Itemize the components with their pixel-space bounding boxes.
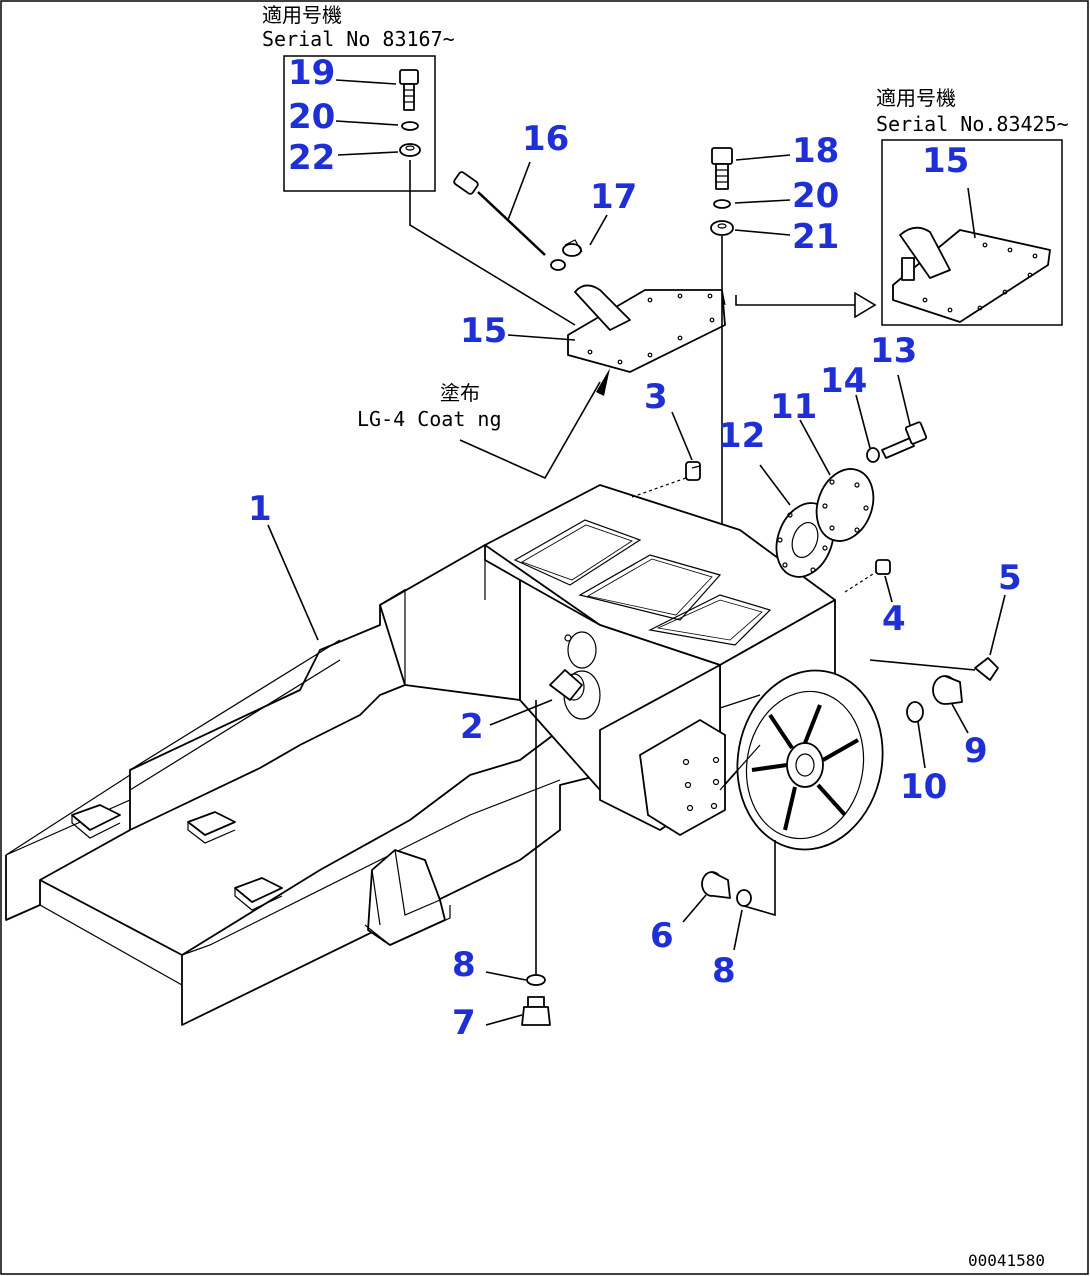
leader-12 (759, 464, 791, 506)
callout-17: 17 (590, 177, 637, 217)
leader-8-bottom (485, 971, 527, 981)
leader-9 (951, 703, 969, 734)
coating-leader (459, 381, 601, 480)
right-inset-box (881, 139, 1063, 326)
left-box-serial: Serial No 83167~ (262, 27, 455, 51)
callout-11: 11 (770, 387, 817, 427)
callout-14: 14 (820, 361, 867, 401)
leader-16 (507, 161, 531, 221)
drain-plug-7 (521, 996, 551, 1026)
leader-14 (855, 394, 871, 449)
adapter-9 (932, 675, 963, 705)
left-inset-box (283, 55, 436, 192)
washer-20-right (713, 199, 731, 209)
callout-9: 9 (964, 731, 988, 771)
leader-7 (485, 1014, 523, 1026)
main-frame-1 (5, 544, 601, 1026)
callout-7: 7 (452, 1003, 476, 1043)
callout-19: 19 (288, 53, 335, 93)
left-box-title: 適用号機 (262, 3, 342, 27)
leader-13 (897, 374, 911, 426)
washer-21 (710, 220, 734, 236)
cover-plate-15-variant (892, 226, 1051, 323)
callout-10: 10 (900, 767, 947, 807)
o-ring-8-bottom (526, 974, 546, 986)
leader-17 (589, 214, 608, 246)
callout-21: 21 (792, 217, 839, 257)
coating-en: LG-4 Coat ng (357, 407, 502, 431)
axis-4 (844, 571, 877, 593)
o-ring-17 (550, 239, 583, 271)
callout-12: 12 (718, 416, 765, 456)
right-box-title: 適用号機 (876, 86, 956, 110)
plug-4 (875, 559, 891, 575)
washer-20-left (401, 121, 419, 131)
axis-8-right (743, 840, 776, 917)
leader-10 (917, 721, 926, 769)
cover-11 (815, 468, 875, 542)
leader-15 (507, 334, 576, 341)
leader-5 (989, 594, 1006, 656)
fitting-5 (974, 657, 999, 681)
arrow-to-right-box (735, 295, 855, 306)
callout-16: 16 (522, 119, 569, 159)
callout-8-bottom: 8 (452, 945, 476, 985)
right-box-serial: Serial No.83425~ (876, 112, 1069, 136)
callout-15-right: 15 (922, 141, 969, 181)
leader-8-right (733, 909, 743, 951)
axis-5 (869, 659, 976, 671)
leader-2 (489, 699, 553, 726)
leader-3 (671, 411, 693, 461)
callout-3: 3 (644, 377, 668, 417)
plug-6 (701, 871, 731, 899)
washer-14 (866, 447, 880, 463)
callout-1: 1 (248, 489, 272, 529)
callout-20-left: 20 (288, 97, 335, 137)
drawing-number: 00041580 (968, 1251, 1045, 1270)
bolt-18 (711, 147, 733, 190)
bolt-19 (399, 69, 419, 111)
o-ring-10 (906, 701, 924, 723)
breather-3 (685, 461, 701, 481)
coating-jp: 塗布 (440, 381, 480, 405)
leader-1 (267, 524, 319, 641)
washer-22 (399, 143, 421, 157)
callout-20-right: 20 (792, 176, 839, 216)
cover-plate-15 (567, 284, 726, 373)
arrow-head (854, 291, 877, 319)
leader-4 (884, 575, 893, 603)
leaders-left-box (335, 79, 399, 156)
callout-15: 15 (460, 311, 507, 351)
bolt-13 (881, 421, 928, 459)
callout-13: 13 (870, 331, 917, 371)
coating-arrow (596, 368, 610, 396)
callout-6: 6 (650, 916, 674, 956)
leader-box-to-cover (409, 160, 576, 326)
o-ring-8-right (736, 889, 752, 907)
callout-4: 4 (882, 599, 906, 639)
callout-22: 22 (288, 138, 335, 178)
leader-15-right (967, 187, 976, 239)
callout-2: 2 (460, 707, 484, 747)
callout-8-right: 8 (712, 951, 736, 991)
callout-18: 18 (792, 131, 839, 171)
leader-11 (799, 419, 831, 476)
leaders-18-20-21 (734, 154, 791, 236)
callout-5: 5 (998, 558, 1022, 598)
output-flange (719, 669, 884, 851)
plug-2 (549, 669, 583, 701)
dipstick-16 (453, 171, 546, 256)
leader-6 (682, 894, 707, 923)
